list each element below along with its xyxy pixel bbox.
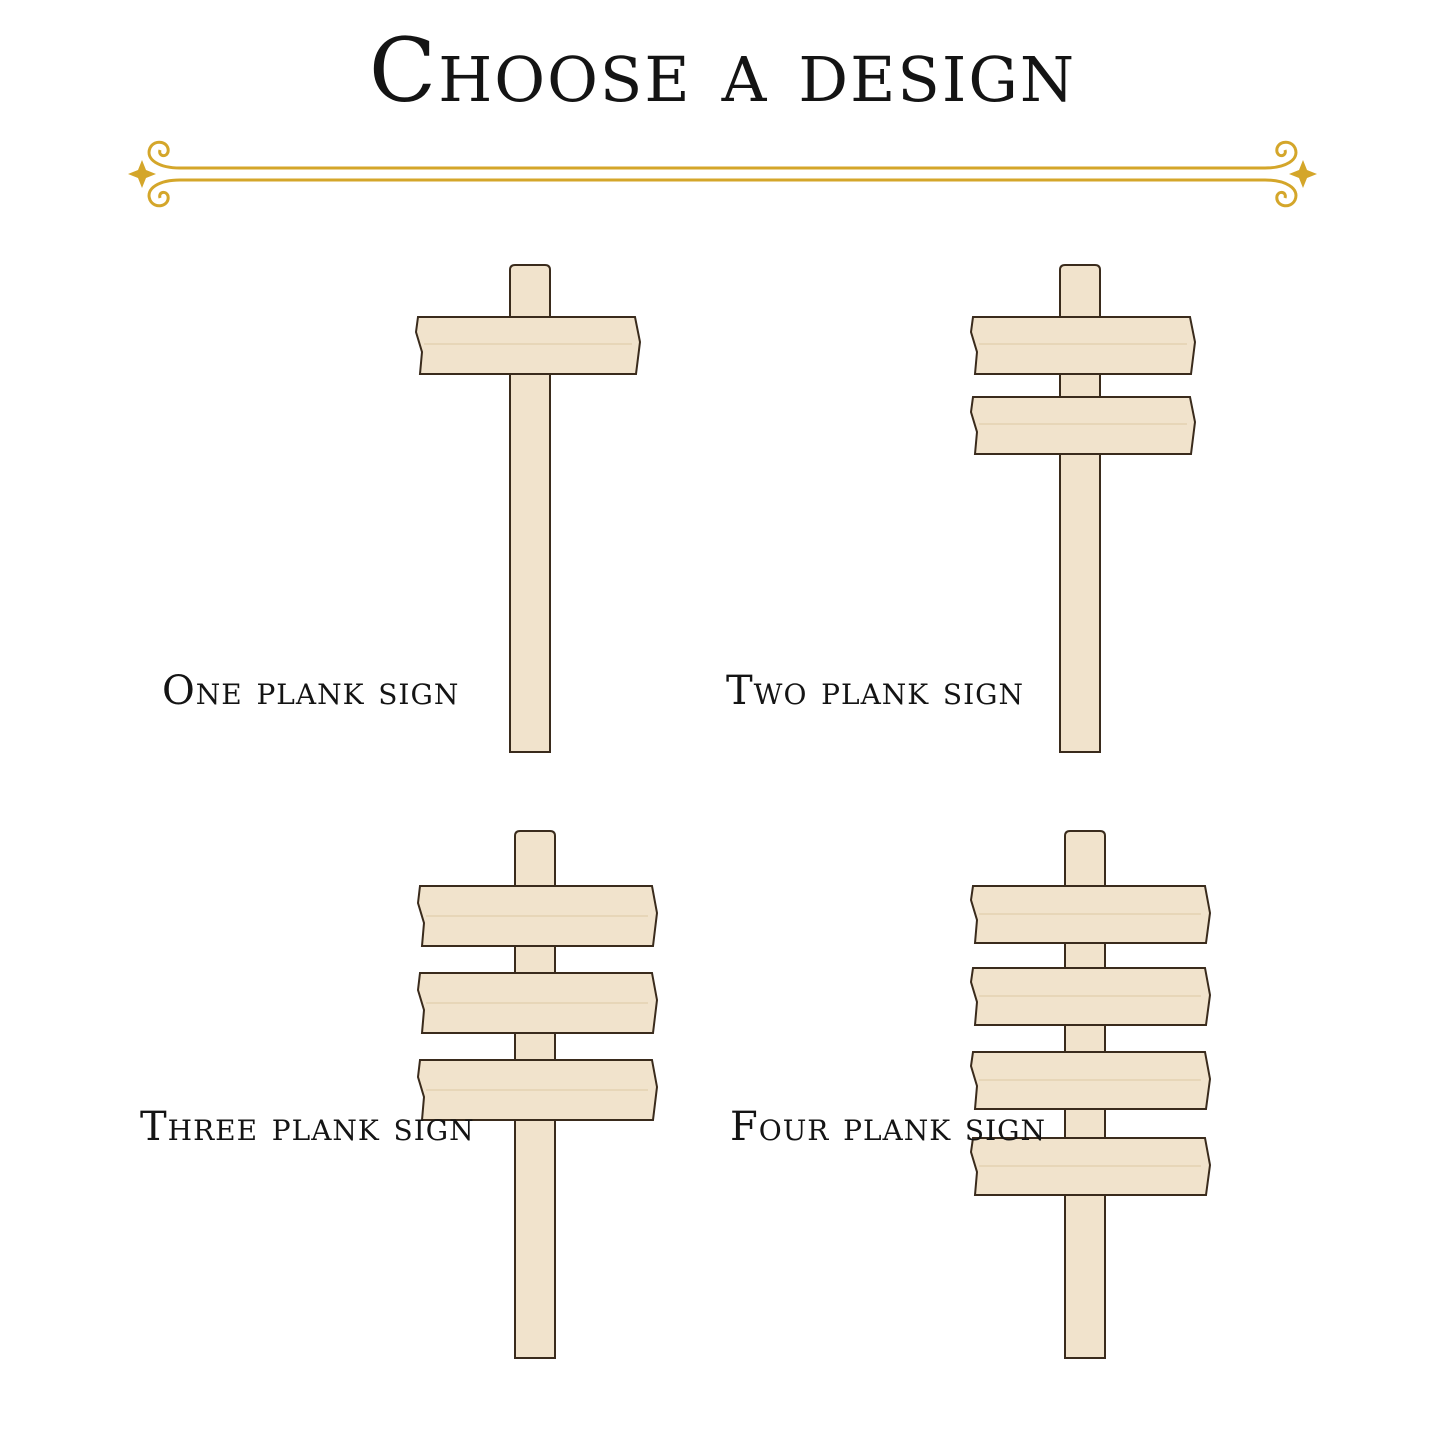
one-plank-sign[interactable] <box>410 262 645 757</box>
two-plank-sign-image <box>969 264 1197 753</box>
two-plank-sign[interactable] <box>965 262 1200 757</box>
four-plank-sign[interactable] <box>965 828 1215 1363</box>
three-plank-sign-image <box>416 830 659 1359</box>
one-plank-sign-label: One plank sign <box>162 668 460 714</box>
four-plank-sign-label: Four plank sign <box>730 1104 1046 1150</box>
ornamental-divider <box>128 140 1317 208</box>
page-title: Choose a design <box>368 19 1077 122</box>
one-plank-sign-image <box>414 264 642 753</box>
four-plank-sign-image <box>969 830 1212 1359</box>
three-plank-sign[interactable] <box>412 828 662 1363</box>
two-plank-sign-label: Two plank sign <box>726 668 1025 714</box>
three-plank-sign-label: Three plank sign <box>140 1104 475 1150</box>
